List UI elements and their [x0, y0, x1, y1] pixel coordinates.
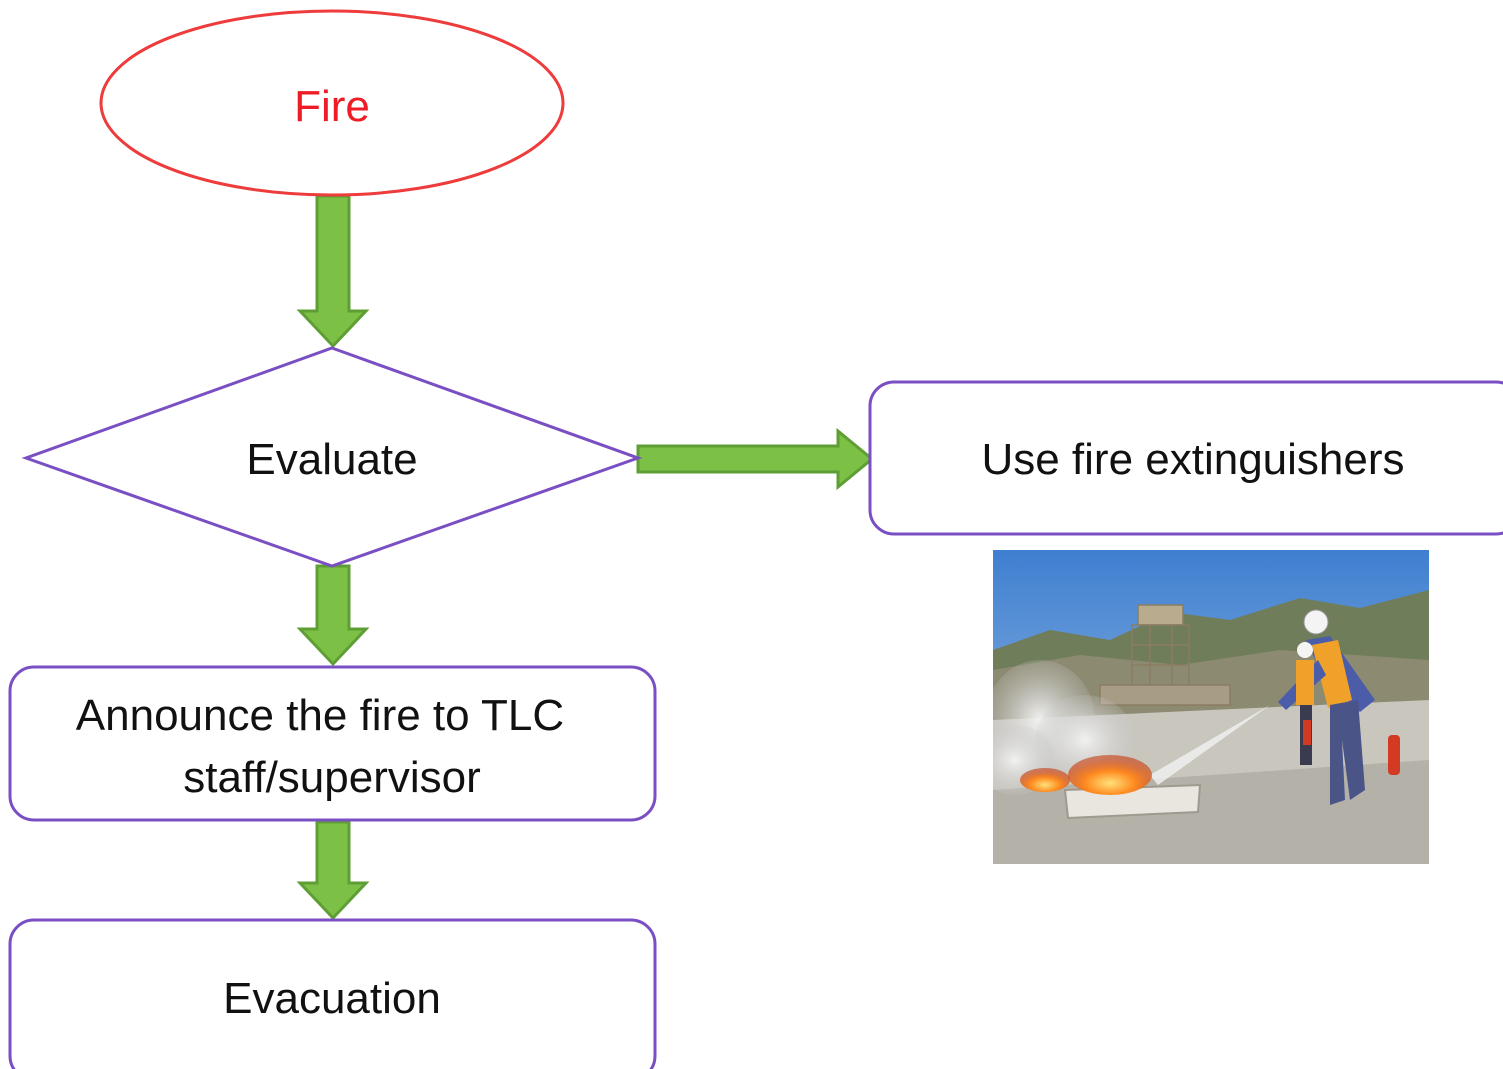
- arrow-announce-to-evacuation: [296, 820, 370, 921]
- node-announce-label-line1: Announce the fire to TLC: [76, 691, 564, 740]
- node-announce-label-line2: staff/supervisor: [183, 753, 481, 802]
- node-announce: Announce the fire to TLC staff/superviso…: [8, 665, 657, 822]
- node-evaluate: Evaluate: [21, 346, 643, 568]
- node-extinguishers: Use fire extinguishers: [868, 380, 1503, 536]
- node-fire: Fire: [99, 9, 565, 197]
- node-extinguishers-label: Use fire extinguishers: [981, 435, 1404, 484]
- node-evacuation: Evacuation: [8, 918, 657, 1069]
- node-evaluate-label: Evaluate: [246, 435, 417, 484]
- extinguisher-photo: [993, 550, 1429, 864]
- arrow-fire-to-evaluate: [296, 194, 370, 349]
- node-evacuation-label: Evacuation: [223, 974, 441, 1023]
- arrow-evaluate-to-announce: [296, 564, 370, 667]
- arrow-evaluate-to-extinguishers: [636, 427, 875, 491]
- node-fire-label: Fire: [294, 82, 370, 131]
